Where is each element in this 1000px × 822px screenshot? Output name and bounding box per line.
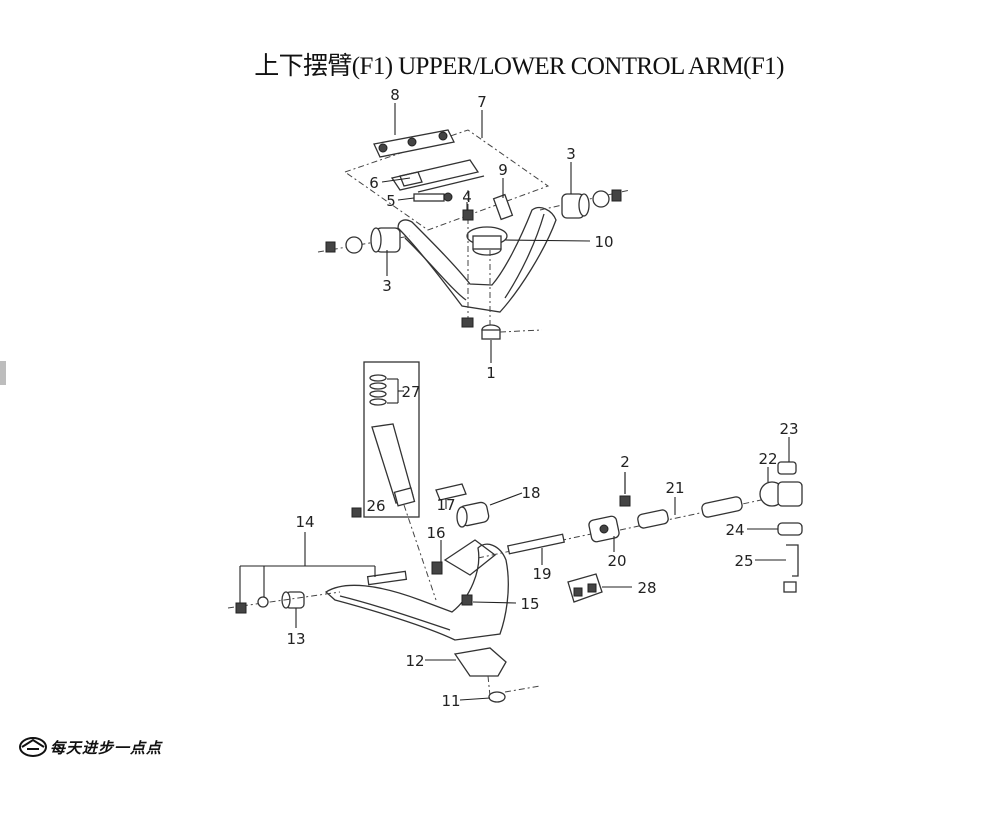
- callout-28: 28: [637, 579, 656, 597]
- callout-4: 4: [462, 188, 472, 206]
- callout-13: 13: [286, 630, 305, 648]
- part-9-bolt: [492, 193, 514, 221]
- part-10-ball-joint: [466, 226, 508, 256]
- callout-9: 9: [498, 161, 508, 179]
- upper-arm-lower-nut: [461, 317, 474, 328]
- callout-17: 17: [436, 496, 455, 514]
- part-28-bump-stop: [567, 573, 603, 603]
- page-title: 上下摆臂(F1) UPPER/LOWER CONTROL ARM(F1): [254, 53, 784, 80]
- page-edge-tab: [0, 361, 6, 385]
- part-11-nut: [488, 685, 541, 703]
- part-23-clip: [777, 461, 797, 475]
- leader-lines: [239, 103, 790, 701]
- part-16-bolt: [431, 561, 443, 575]
- lower-arm-body: [324, 543, 509, 641]
- callout-22: 22: [758, 450, 777, 468]
- part-3-bushing-right: [539, 189, 631, 219]
- callout-3-right: 3: [566, 145, 576, 163]
- part-2-bolt: [619, 472, 631, 507]
- part-20-bracket: [588, 515, 620, 543]
- footer-slogan: 每天进步一点点: [50, 739, 163, 757]
- callout-19: 19: [532, 565, 551, 583]
- part-17-clip: [435, 483, 467, 501]
- callout-26: 26: [366, 497, 385, 515]
- part-25-bracket: [783, 544, 799, 593]
- part-14-nut: [235, 602, 247, 614]
- part-14-washer: [257, 596, 269, 608]
- callout-6: 6: [369, 174, 379, 192]
- callout-21: 21: [665, 479, 684, 497]
- shock-absorber-frame: [363, 361, 420, 518]
- callout-10: 10: [594, 233, 613, 251]
- callout-11: 11: [441, 692, 460, 710]
- part-18-bushing: [456, 501, 490, 528]
- callout-27: 27: [401, 383, 420, 401]
- lower-arm-assembly: [227, 461, 803, 703]
- part-6-clip: [399, 171, 423, 187]
- callout-labels: 8 7 6 5 4 9 3 10 3 1 27 26 2 21 22 23 17…: [286, 86, 798, 710]
- part-12-ball-joint: [453, 647, 507, 697]
- callout-12: 12: [405, 652, 424, 670]
- callout-5: 5: [386, 192, 396, 210]
- callout-2: 2: [620, 453, 630, 471]
- callout-3-left: 3: [382, 277, 392, 295]
- part-15-bolt: [461, 594, 473, 606]
- callout-8: 8: [390, 86, 400, 104]
- shock-bottom-nut: [351, 507, 362, 518]
- callout-15: 15: [520, 595, 539, 613]
- callout-7: 7: [477, 93, 487, 111]
- upper-arm-assembly: [317, 129, 631, 340]
- part-1-bushing: [481, 324, 543, 340]
- part-5-bolt: [413, 192, 453, 202]
- part-14-bolt: [366, 570, 408, 586]
- callout-14: 14: [295, 513, 314, 531]
- callout-20: 20: [607, 552, 626, 570]
- callout-1: 1: [486, 364, 496, 382]
- part-4-nut: [462, 209, 474, 221]
- part-3-bushing-left: [317, 227, 411, 254]
- part-22-bracket: [759, 481, 803, 507]
- callout-24: 24: [725, 521, 744, 539]
- brand-logo-icon: [19, 737, 47, 757]
- callout-16: 16: [426, 524, 445, 542]
- part-24-bushing: [777, 522, 803, 536]
- part-19-rod: [477, 529, 611, 559]
- shock-absorber-assembly: [351, 361, 437, 601]
- callout-23: 23: [779, 420, 798, 438]
- part-21-shaft: [619, 495, 781, 531]
- upper-arm-body: [397, 206, 557, 313]
- callout-25: 25: [734, 552, 753, 570]
- callout-18: 18: [521, 484, 540, 502]
- part-8-bracket: [373, 129, 455, 158]
